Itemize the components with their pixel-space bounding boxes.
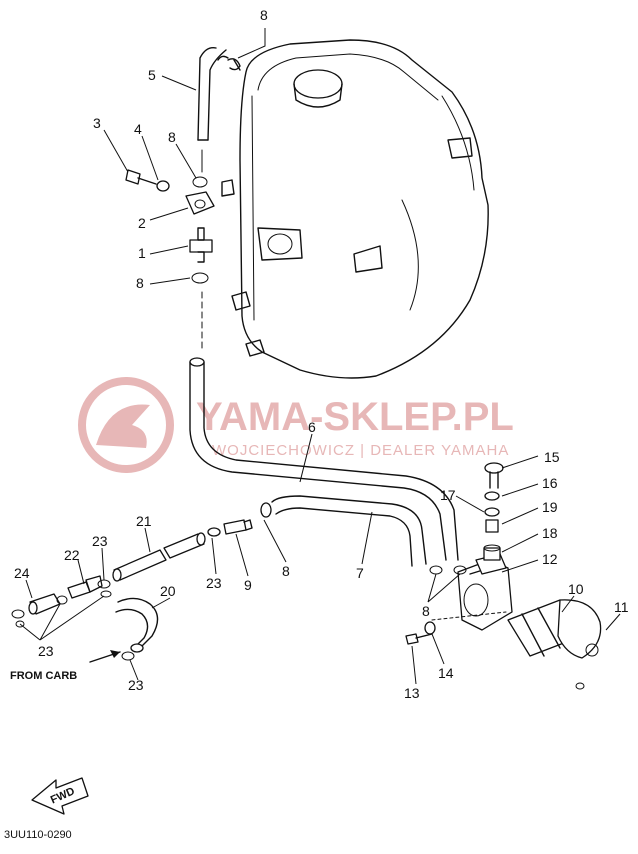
watermark: YAMA-SKLEP.PL WOJCIECHOWICZ | DEALER YAM…: [78, 377, 514, 473]
callout-numbers: 1 2 3 4 5 6 7 8 8 8 8 8 9 10 11 12 13 14…: [14, 7, 629, 701]
callout-13: 13: [404, 685, 420, 701]
callout-4: 4: [134, 121, 142, 137]
callout-20: 20: [160, 583, 176, 599]
callout-11: 11: [614, 599, 629, 615]
fuel-pump: [405, 462, 602, 690]
callout-23-a: 23: [92, 533, 108, 549]
from-carb-arrow: [89, 650, 121, 663]
fwd-arrow-icon: FWD: [31, 777, 89, 815]
callout-21: 21: [136, 513, 152, 529]
hose-21: [112, 532, 206, 582]
fuel-cock-assembly: [125, 169, 215, 351]
leader-lines: [19, 28, 621, 685]
from-carb-label: FROM CARB: [10, 670, 77, 682]
callout-23-d: 23: [128, 677, 144, 693]
callout-23-b: 23: [206, 575, 222, 591]
callout-24: 24: [14, 565, 30, 581]
callout-23-c: 23: [38, 643, 54, 659]
callout-8-lower: 8: [136, 275, 144, 291]
callout-8-column: 8: [168, 129, 176, 145]
callout-19: 19: [542, 499, 558, 515]
callout-12: 12: [542, 551, 558, 567]
callout-2: 2: [138, 215, 146, 231]
callout-22: 22: [64, 547, 80, 563]
watermark-logo: [78, 377, 174, 473]
callout-1: 1: [138, 245, 146, 261]
callout-10: 10: [568, 581, 584, 597]
callout-15: 15: [544, 449, 560, 465]
hose-20: [115, 597, 159, 661]
fuel-hose-6: [189, 357, 459, 561]
callout-8-top: 8: [260, 7, 268, 23]
callout-17: 17: [440, 487, 456, 503]
watermark-subtitle: WOJCIECHOWICZ | DEALER YAMAHA: [212, 442, 509, 459]
callout-7: 7: [356, 565, 364, 581]
fuel-tank: [221, 39, 489, 379]
callout-5: 5: [148, 67, 156, 83]
callout-9: 9: [244, 577, 252, 593]
watermark-logo-mark: [96, 404, 150, 448]
watermark-title: YAMA-SKLEP.PL: [196, 395, 514, 439]
callout-6: 6: [308, 419, 316, 435]
pipe-9: [207, 519, 253, 537]
joint-22: [67, 575, 112, 599]
diagram-code: 3UU110-0290: [4, 829, 72, 841]
callout-16: 16: [542, 475, 558, 491]
breather-hose: [197, 47, 241, 173]
callout-8-hose: 8: [282, 563, 290, 579]
fuel-hose-7: [260, 495, 427, 567]
callout-8-pump: 8: [422, 603, 430, 619]
hose-24: [11, 593, 68, 628]
callout-18: 18: [542, 525, 558, 541]
callout-14: 14: [438, 665, 454, 681]
callout-3: 3: [93, 115, 101, 131]
